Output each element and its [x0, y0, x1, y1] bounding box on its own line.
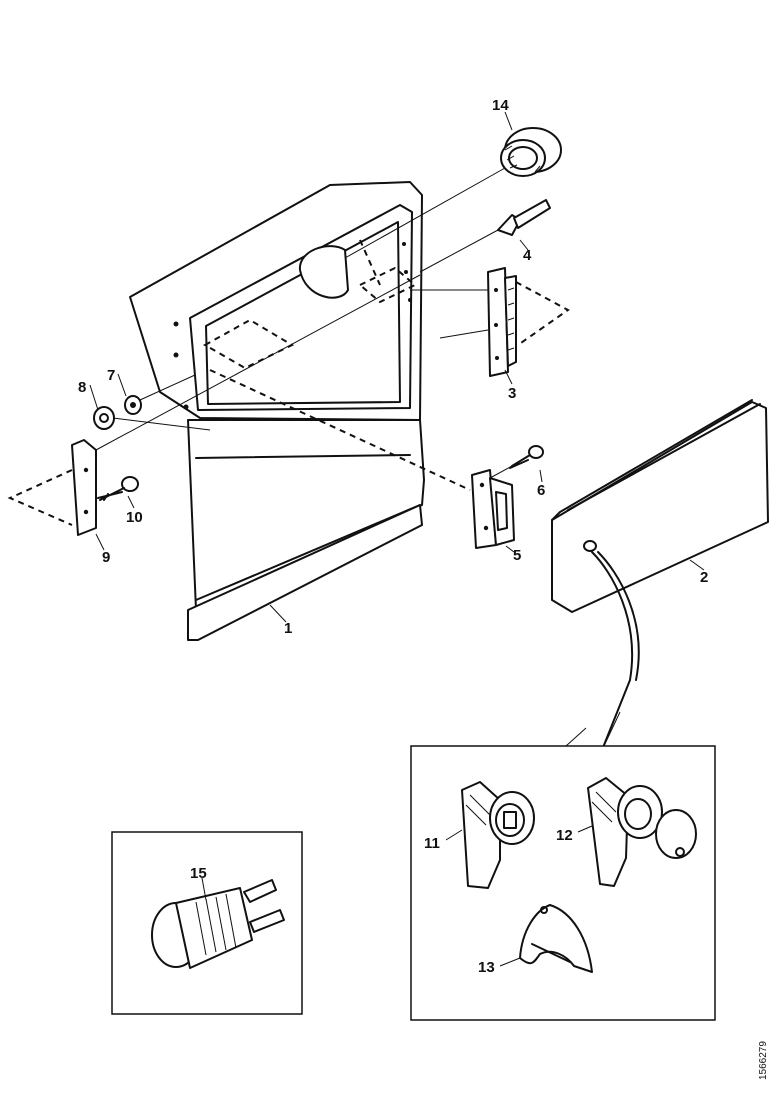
- washer: [124, 395, 142, 415]
- cam-lock: [461, 781, 535, 889]
- label-part-10: 10: [126, 509, 143, 526]
- label-part-13: 13: [478, 959, 495, 976]
- label-part-4: 4: [523, 247, 532, 264]
- small-screw: [509, 445, 544, 469]
- label-leaders: [89, 111, 705, 967]
- lock-nut: [93, 406, 115, 430]
- lock-detail-box: [410, 711, 716, 1021]
- label-part-1: 1: [284, 620, 292, 637]
- label-part-15: 15: [190, 865, 207, 882]
- hinge-bracket: [487, 267, 570, 377]
- label-part-7: 7: [107, 367, 115, 384]
- cam-lock-with-key: [587, 777, 697, 887]
- assembly-lines: [95, 167, 513, 491]
- label-part-14: 14: [492, 97, 509, 114]
- grommet-ring: [500, 127, 562, 177]
- cam-tongue: [519, 904, 593, 973]
- hinge-pin: [497, 199, 551, 236]
- label-part-11: 11: [424, 835, 440, 852]
- label-part-8: 8: [78, 379, 86, 396]
- drawing-code: 1566279: [758, 1041, 769, 1080]
- latch-plate: [7, 439, 97, 536]
- label-part-6: 6: [537, 482, 545, 499]
- label-part-5: 5: [513, 547, 521, 564]
- strike-catch: [471, 469, 515, 549]
- screw: [97, 476, 139, 501]
- label-part-2: 2: [700, 569, 708, 586]
- label-part-9: 9: [102, 549, 110, 566]
- label-part-12: 12: [556, 827, 573, 844]
- label-part-3: 3: [508, 385, 516, 402]
- control-panel-plate: [551, 399, 769, 746]
- connector-plug: [151, 879, 285, 969]
- door-panel: [129, 181, 425, 641]
